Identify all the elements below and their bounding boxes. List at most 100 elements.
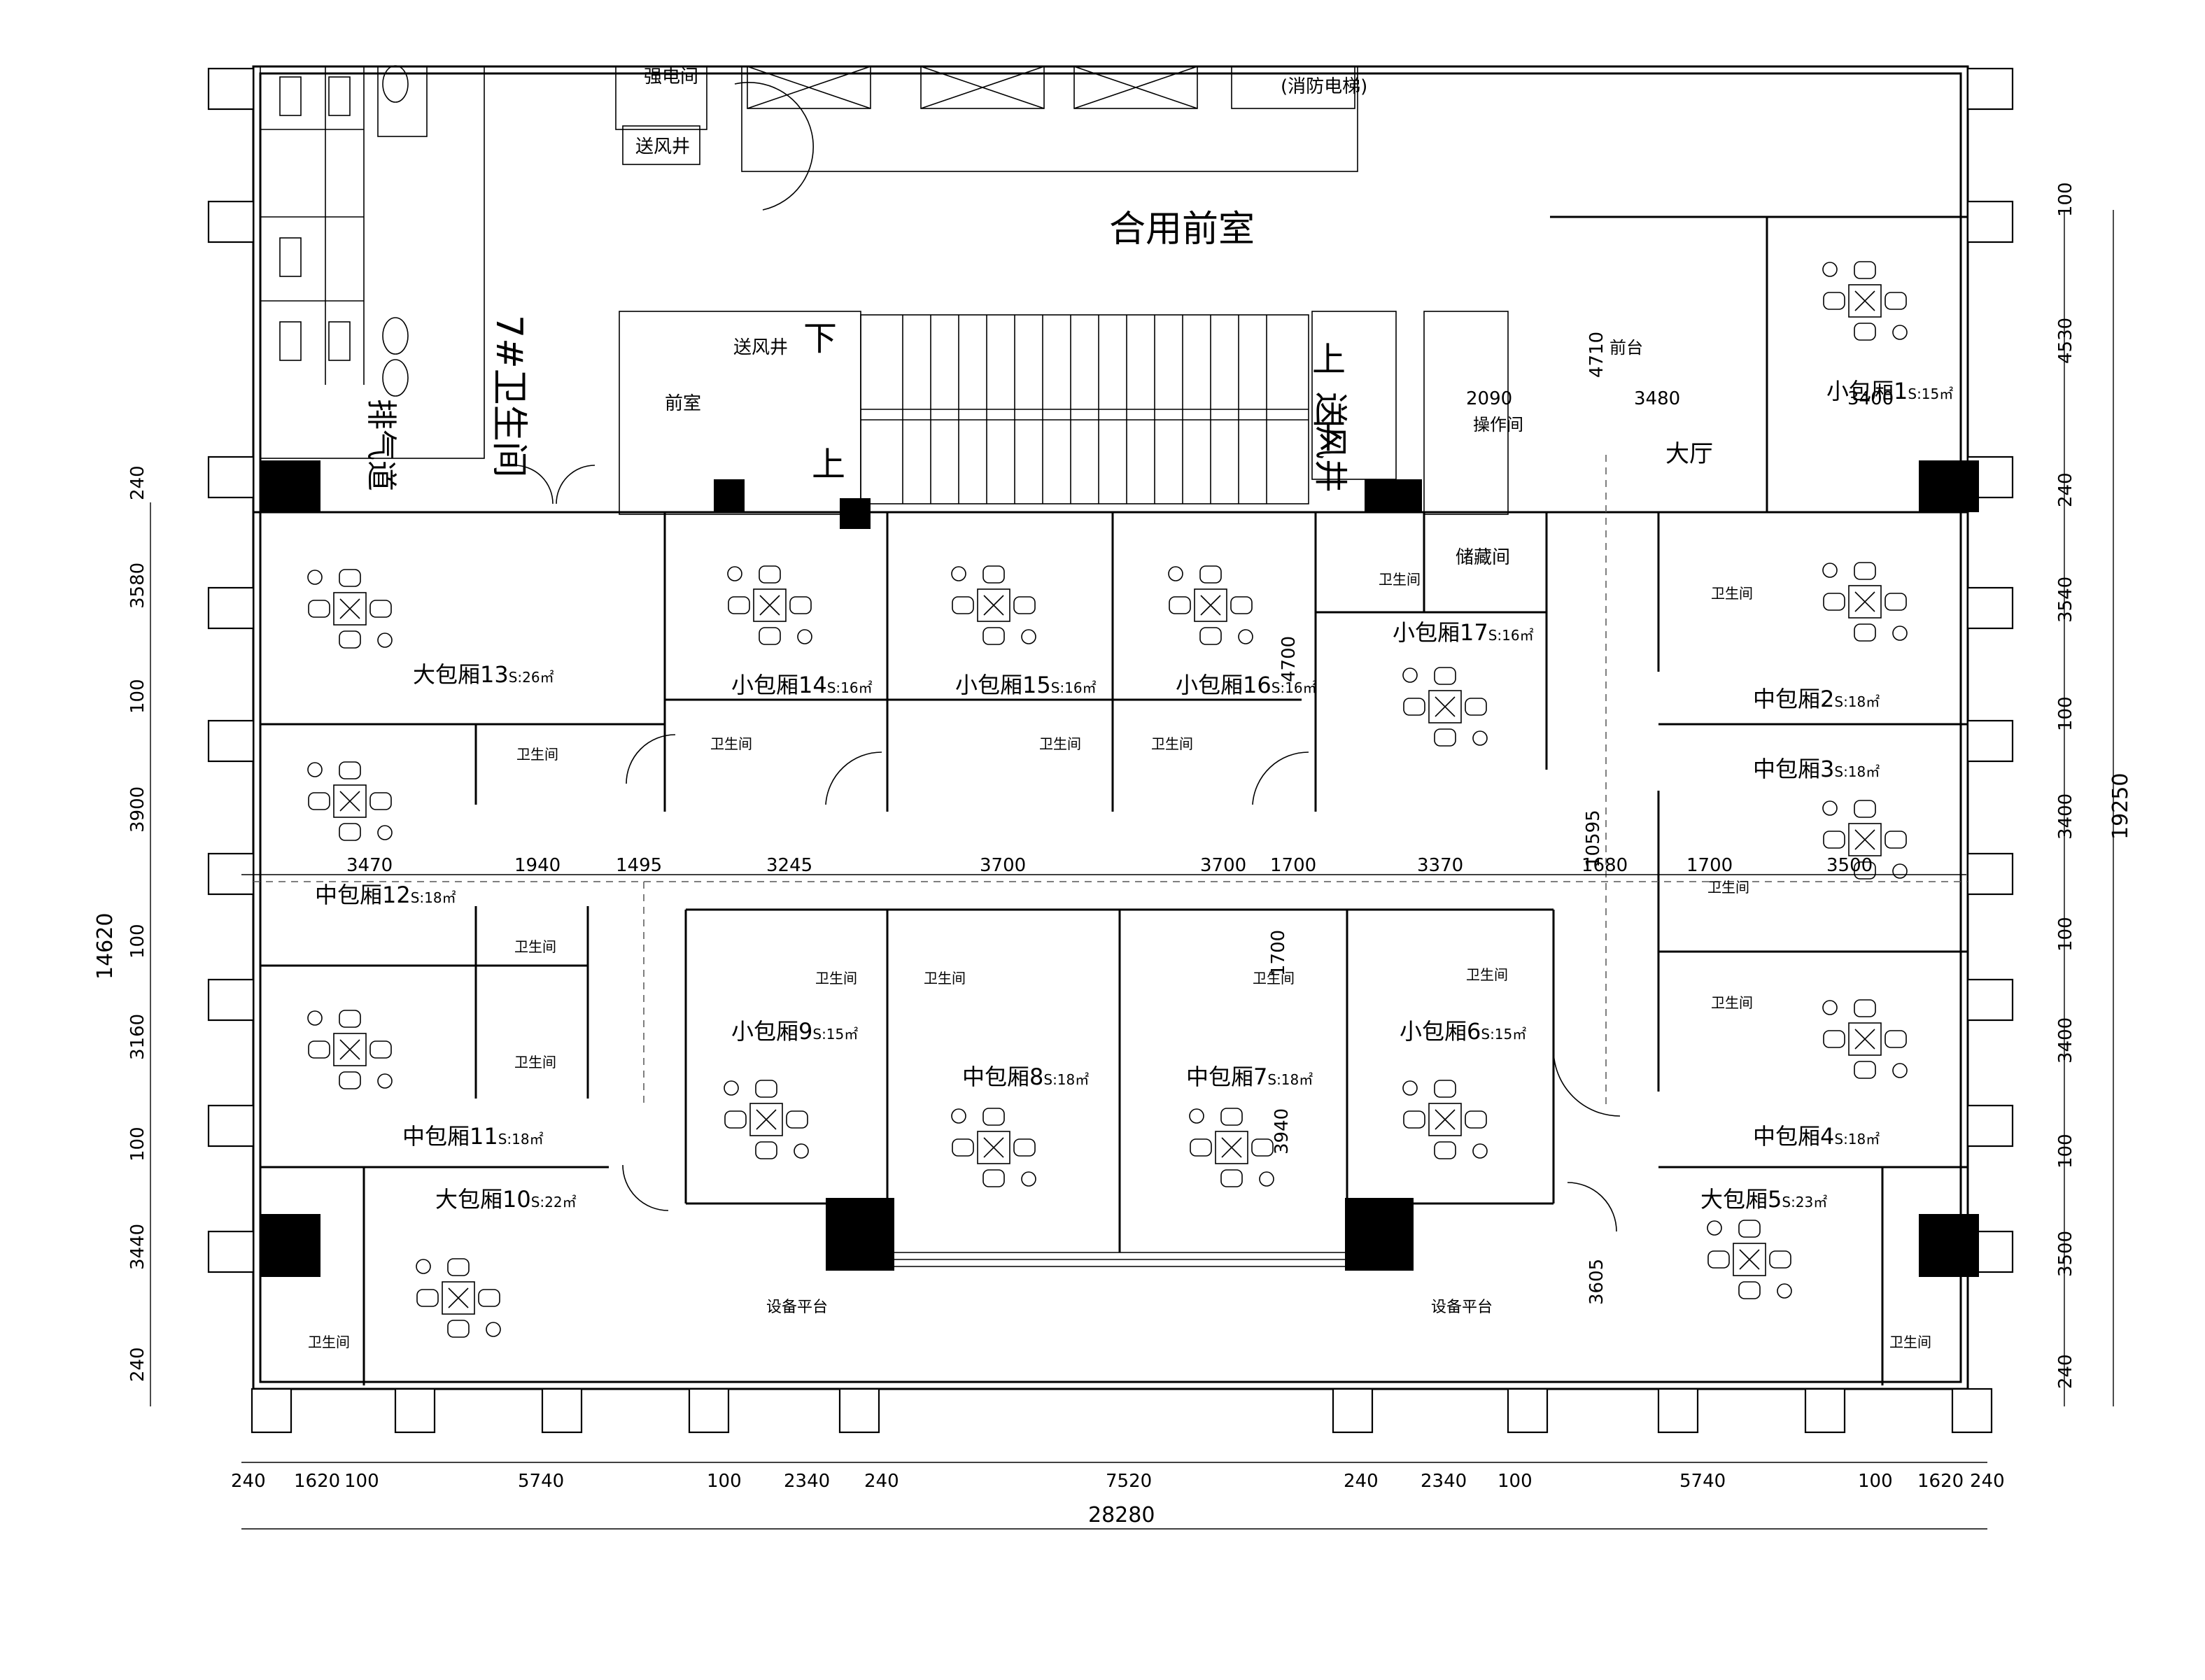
chair xyxy=(789,596,812,614)
dim-bottom-total: 28280 xyxy=(1088,1503,1155,1527)
chair xyxy=(724,1110,747,1129)
chair xyxy=(1403,698,1425,716)
dim-right-value: 240 xyxy=(2055,1354,2076,1389)
air-shaft-right-label: 送风井 xyxy=(1311,392,1350,493)
chair xyxy=(1230,596,1253,614)
stool xyxy=(1892,325,1908,340)
stool xyxy=(1168,566,1183,581)
wc-labels: 卫生间 卫生间 卫生间 卫生间 卫生间 卫生间 卫生间 卫生间 卫生间 卫生间 … xyxy=(308,571,1931,1350)
dim-bottom-value: 1620 xyxy=(1917,1471,1964,1492)
mahjong-table xyxy=(1189,1108,1274,1187)
stool xyxy=(1777,1283,1792,1299)
air-shaft-top-label: 送风井 xyxy=(635,136,690,157)
stool xyxy=(486,1322,501,1337)
chair xyxy=(759,627,781,645)
dim-bottom-value: 240 xyxy=(864,1471,899,1492)
dim-corridor-value: 1495 xyxy=(616,855,662,876)
stair-down-right-label: 下 xyxy=(1312,417,1346,456)
dim-right-value: 100 xyxy=(2055,1134,2076,1169)
room-1-label: 小包厢1S:15㎡ xyxy=(1826,378,1953,404)
dim-bottom-value: 240 xyxy=(231,1471,266,1492)
room-5-label: 大包厢5S:23㎡ xyxy=(1700,1186,1827,1213)
room-16-label: 小包厢16S:16㎡ xyxy=(1176,672,1317,698)
dim-bottom-value: 240 xyxy=(1970,1471,2005,1492)
stool xyxy=(377,825,393,840)
table-top xyxy=(753,588,787,622)
dim-right-value: 3500 xyxy=(2055,1231,2076,1277)
table-top xyxy=(333,784,367,818)
operation-room-label: 操作间 xyxy=(1473,415,1523,435)
dim-10595: 10595 xyxy=(1583,810,1604,868)
partitions xyxy=(260,216,1968,1385)
chair xyxy=(1885,292,1907,310)
structural-columns xyxy=(260,460,1979,1277)
wc-label: 卫生间 xyxy=(1466,966,1508,983)
chair xyxy=(1854,323,1876,341)
chair xyxy=(1169,596,1191,614)
dim-bottom-value: 7520 xyxy=(1106,1471,1152,1492)
dim-corridor-value: 3470 xyxy=(346,855,393,876)
table-mark xyxy=(1200,595,1221,616)
wc-label: 卫生间 xyxy=(1039,735,1081,752)
stool xyxy=(1892,1063,1908,1078)
chair xyxy=(369,1040,392,1059)
dim-left-value: 3900 xyxy=(127,786,148,833)
chair xyxy=(1738,1281,1761,1299)
stool xyxy=(1402,1080,1418,1096)
chair xyxy=(1220,1169,1243,1187)
chair xyxy=(1013,1138,1036,1157)
chair xyxy=(982,627,1005,645)
stool xyxy=(951,566,966,581)
mahjong-table xyxy=(1402,667,1488,747)
stool xyxy=(724,1080,739,1096)
dim-3605: 3605 xyxy=(1586,1259,1607,1305)
chair xyxy=(478,1289,500,1307)
chair xyxy=(1434,1141,1456,1159)
dim-2090: 2090 xyxy=(1466,388,1512,409)
dim-bottom-value: 2340 xyxy=(784,1471,830,1492)
dim-bottom-value: 2340 xyxy=(1421,1471,1467,1492)
dim-4710: 4710 xyxy=(1586,332,1607,378)
chair xyxy=(1434,1080,1456,1098)
dim-left-value: 240 xyxy=(127,1347,148,1382)
stool xyxy=(307,570,323,585)
mahjong-table xyxy=(1168,565,1253,645)
chair xyxy=(308,792,330,810)
mahjong-table xyxy=(307,569,393,649)
storage-label: 储藏间 xyxy=(1456,547,1510,568)
stool xyxy=(794,1143,809,1159)
stool xyxy=(1892,626,1908,641)
dim-bottom-value: 5740 xyxy=(1679,1471,1726,1492)
wc-label: 卫生间 xyxy=(1711,585,1753,602)
table-mark xyxy=(983,595,1004,616)
stool xyxy=(1822,563,1838,578)
dim-bottom-value: 240 xyxy=(1344,1471,1379,1492)
chair xyxy=(1885,831,1907,849)
chair xyxy=(1251,1138,1274,1157)
dim-right-value: 100 xyxy=(2055,182,2076,217)
mahjong-table xyxy=(1822,261,1908,341)
dim-bottom-value: 100 xyxy=(344,1471,379,1492)
wc-label: 卫生间 xyxy=(1151,735,1193,752)
table-mark xyxy=(339,1039,360,1060)
mahjong-table xyxy=(416,1258,501,1338)
chair xyxy=(1434,667,1456,685)
stair-up-left-label: 上 xyxy=(812,445,845,484)
dim-3480: 3480 xyxy=(1634,388,1680,409)
chair xyxy=(1854,1061,1876,1079)
dim-right-value: 3400 xyxy=(2055,1017,2076,1064)
table-top xyxy=(442,1281,475,1315)
table-mark xyxy=(339,598,360,619)
chair xyxy=(339,569,361,587)
dim-corridor-value: 3700 xyxy=(980,855,1026,876)
chair xyxy=(982,1108,1005,1126)
dim-right-value: 3540 xyxy=(2055,577,2076,623)
chair xyxy=(1854,800,1876,818)
wc-label: 卫生间 xyxy=(516,746,558,763)
dim-left-value: 240 xyxy=(127,465,148,500)
core-area xyxy=(514,66,1509,515)
room-6-label: 小包厢6S:15㎡ xyxy=(1400,1018,1526,1045)
chair xyxy=(339,1010,361,1028)
chair xyxy=(1854,623,1876,642)
